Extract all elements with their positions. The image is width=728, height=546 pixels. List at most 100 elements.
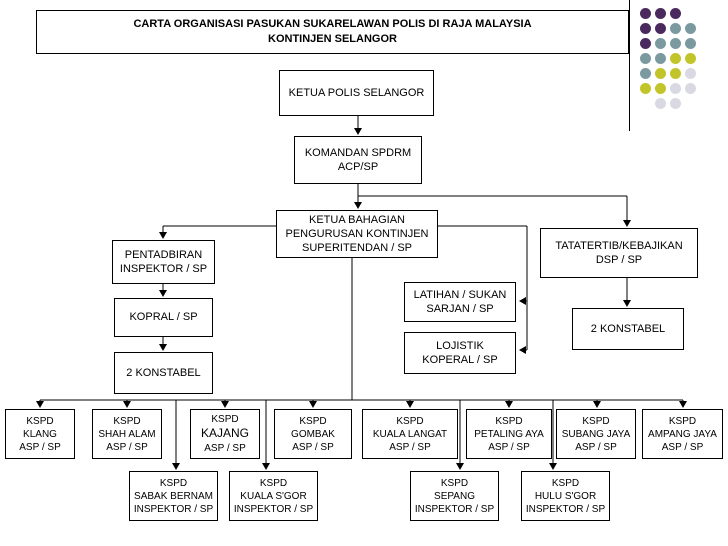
decorative-dot — [655, 83, 666, 94]
kopral-box: KOPRAL / SP — [114, 298, 213, 337]
node-line: KSPD — [259, 477, 288, 489]
decorative-dot — [670, 53, 681, 64]
decorative-dot — [655, 98, 666, 109]
node-line: ASP / SP — [488, 441, 530, 453]
title-line-2: KONTINJEN SELANGOR — [268, 33, 397, 45]
latihan-sukan-box: LATIHAN / SUKAN SARJAN / SP — [404, 282, 516, 322]
komandan-spdrm-box: KOMANDAN SPDRM ACP/SP — [294, 136, 422, 184]
node-line: ASP / SP — [19, 441, 61, 453]
node-line: PENTADBIRAN — [124, 248, 203, 261]
title-line-1: CARTA ORGANISASI PASUKAN SUKARELAWAN POL… — [133, 18, 532, 31]
node-line: PETALING AYA — [474, 428, 544, 440]
kspd-sepang-box: KSPD SEPANG INSPEKTOR / SP — [410, 471, 499, 521]
node-line: KSPD — [440, 477, 469, 489]
node-line: ASP / SP — [292, 441, 334, 453]
node-line: INSPEKTOR / SP — [233, 503, 314, 515]
node-line: ASP / SP — [575, 441, 617, 453]
kspd-kuala-langat-box: KSPD KUALA LANGAT ASP / SP — [362, 409, 458, 459]
decorative-dot — [655, 23, 666, 34]
node-line: 2 KONSTABEL — [126, 366, 201, 379]
kspd-subang-jaya-box: KSPD SUBANG JAYA ASP / SP — [556, 409, 636, 459]
node-line: KSPD — [495, 415, 523, 427]
node-line: INSPEKTOR / SP — [133, 503, 214, 515]
kspd-hulu-sgor-box: KSPD HULU S'GOR INSPEKTOR / SP — [521, 471, 610, 521]
node-line: SARJAN / SP — [426, 303, 494, 315]
decorative-dot — [640, 38, 651, 49]
node-line: LOJISTIK — [436, 339, 484, 352]
decorative-dot — [685, 53, 696, 64]
node-line: SABAK BERNAM — [134, 490, 213, 502]
node-line: KOPRAL / SP — [129, 311, 198, 324]
decorative-dot — [655, 8, 666, 19]
node-line: ASP / SP — [106, 441, 148, 453]
decorative-dot — [685, 23, 696, 34]
title-divider — [629, 0, 630, 131]
node-line: ASP / SP — [661, 441, 704, 453]
node-line: INSPEKTOR / SP — [119, 263, 208, 275]
lojistik-box: LOJISTIK KOPERAL / SP — [404, 332, 516, 374]
decorative-dot — [685, 83, 696, 94]
kspd-klang-box: KSPD KLANG ASP / SP — [5, 409, 75, 459]
decorative-dot — [670, 38, 681, 49]
node-line: INSPEKTOR / SP — [414, 503, 495, 515]
node-line: SUPERITENDAN / SP — [301, 242, 413, 255]
decorative-dot — [685, 68, 696, 79]
node-line: KOMANDAN SPDRM — [304, 146, 412, 159]
node-line: KSPD — [668, 415, 697, 427]
node-line: ASP / SP — [204, 442, 246, 454]
decorative-dot — [655, 53, 666, 64]
decorative-dot — [640, 68, 651, 79]
node-line: KSPD — [396, 415, 424, 427]
decorative-dot — [670, 83, 681, 94]
kspd-petaling-aya-box: KSPD PETALING AYA ASP / SP — [466, 409, 552, 459]
konstabel-right-box: 2 KONSTABEL — [572, 308, 684, 350]
node-line: KSPD — [299, 415, 327, 427]
kspd-gombak-box: KSPD GOMBAK ASP / SP — [274, 409, 352, 459]
node-line: KSPD — [159, 477, 188, 489]
kspd-ampang-jaya-box: KSPD AMPANG JAYA ASP / SP — [642, 409, 723, 459]
node-line: KOPERAL / SP — [422, 354, 498, 366]
node-line: 2 KONSTABEL — [590, 322, 666, 335]
kspd-kuala-sgor-box: KSPD KUALA S'GOR INSPEKTOR / SP — [229, 471, 318, 521]
node-line: INSPEKTOR / SP — [525, 503, 606, 515]
node-line: KUALA S'GOR — [240, 490, 307, 502]
node-line: ACP/SP — [337, 161, 379, 173]
node-line: AMPANG JAYA — [648, 428, 717, 440]
node-line: KUALA LANGAT — [372, 428, 448, 440]
chart-title: CARTA ORGANISASI PASUKAN SUKARELAWAN POL… — [36, 10, 629, 54]
node-line: GOMBAK — [291, 428, 335, 440]
decorative-dot — [670, 8, 681, 19]
kspd-shah-alam-box: KSPD SHAH ALAM ASP / SP — [92, 409, 162, 459]
decorative-dot — [640, 53, 651, 64]
ketua-bahagian-box: KETUA BAHAGIAN PENGURUSAN KONTINJEN SUPE… — [276, 210, 438, 258]
decorative-dot — [655, 38, 666, 49]
node-line: KAJANG — [200, 426, 249, 441]
decorative-dot — [670, 68, 681, 79]
kspd-sabak-bernam-box: KSPD SABAK BERNAM INSPEKTOR / SP — [129, 471, 218, 521]
node-line: KSPD — [551, 477, 580, 489]
decorative-dot — [685, 38, 696, 49]
node-line: KSPD — [26, 415, 54, 427]
node-line: KETUA POLIS SELANGOR — [288, 86, 425, 99]
node-line: SEPANG — [434, 490, 475, 502]
node-line: KLANG — [23, 428, 57, 440]
node-line: KSPD — [113, 415, 141, 427]
konstabel-left-box: 2 KONSTABEL — [114, 352, 213, 394]
ketua-polis-selangor-box: KETUA POLIS SELANGOR — [279, 70, 434, 116]
node-line: HULU S'GOR — [534, 490, 597, 502]
node-line: SHAH ALAM — [98, 428, 156, 440]
decorative-dot — [670, 98, 681, 109]
decorative-dot — [655, 68, 666, 79]
node-line: KSPD — [211, 414, 239, 426]
pentadbiran-box: PENTADBIRAN INSPEKTOR / SP — [112, 240, 215, 284]
kspd-kajang-box: KSPD KAJANG ASP / SP — [190, 409, 260, 459]
decorative-dot — [640, 23, 651, 34]
node-line: LATIHAN / SUKAN — [413, 288, 507, 301]
node-line: KSPD — [582, 415, 610, 427]
decorative-dot — [670, 23, 681, 34]
node-line: KETUA BAHAGIAN — [309, 213, 405, 226]
decorative-dot — [640, 8, 651, 19]
decorative-dot — [640, 83, 651, 94]
node-line: ASP / SP — [389, 441, 431, 453]
